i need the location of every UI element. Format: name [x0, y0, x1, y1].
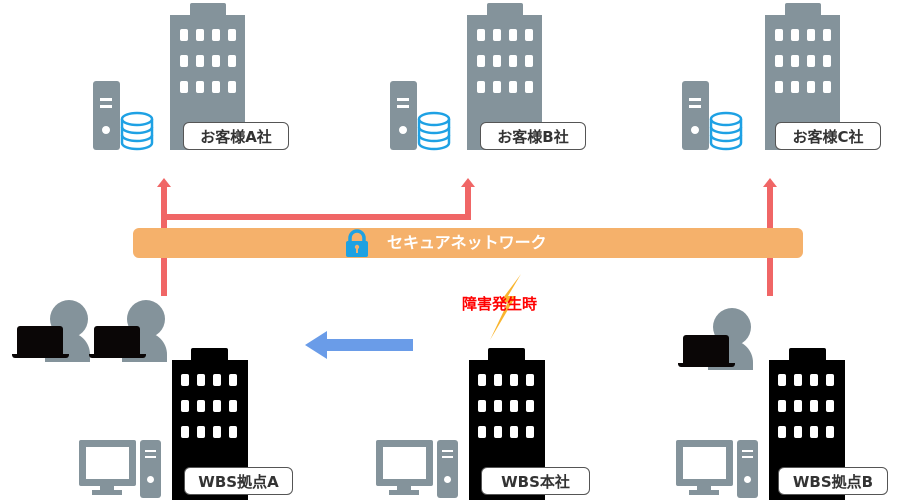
customer-c-group: お客様C社: [595, 0, 900, 160]
monitor-base: [389, 490, 419, 495]
gray-building-icon: [487, 3, 523, 17]
server-icon: [93, 81, 120, 150]
monitor-stand: [397, 486, 411, 492]
black-building-icon: [191, 348, 228, 362]
site-hq-label: WBS本社: [481, 467, 590, 495]
customer-a-group: お客様A社: [0, 0, 300, 160]
gray-building-icon: [190, 3, 226, 17]
desktop-monitor-icon: [376, 440, 433, 486]
site-a-label: WBS拠点A: [184, 467, 293, 495]
black-building-icon: [789, 348, 826, 362]
server-icon: [390, 81, 417, 150]
gray-building-icon: [785, 3, 821, 17]
pc-tower-icon: [140, 440, 161, 498]
database-icon: [417, 111, 451, 151]
desktop-monitor-icon: [676, 440, 733, 486]
site-b-group: WBS拠点B: [597, 290, 900, 500]
server-icon: [682, 81, 709, 150]
secure-network-bar: [133, 228, 803, 258]
pc-tower-icon: [737, 440, 758, 498]
lock-icon: [346, 229, 368, 257]
connection-line-b: [465, 186, 471, 220]
arrow-up-icon: [461, 178, 475, 187]
pc-tower-icon: [437, 440, 458, 498]
database-icon: [120, 111, 154, 151]
laptop-base: [12, 354, 69, 358]
arrow-up-icon: [157, 178, 171, 187]
site-b-label: WBS拠点B: [778, 467, 888, 495]
laptop-icon: [94, 326, 140, 354]
arrow-up-icon: [763, 178, 777, 187]
black-building-icon: [488, 348, 525, 362]
monitor-base: [689, 490, 719, 495]
customer-b-label: お客様B社: [480, 122, 586, 150]
database-icon: [709, 111, 743, 151]
secure-network-label: セキュアネットワーク: [387, 233, 547, 252]
customer-c-label: お客様C社: [775, 122, 881, 150]
monitor-stand: [100, 486, 114, 492]
laptop-icon: [683, 335, 729, 363]
site-a-group: WBS拠点A: [0, 290, 300, 500]
failover-arrow-icon: [305, 331, 413, 359]
laptop-icon: [17, 326, 63, 354]
connection-line-horizontal: [161, 214, 471, 220]
customer-a-label: お客様A社: [183, 122, 289, 150]
monitor-base: [92, 490, 122, 495]
desktop-monitor-icon: [79, 440, 136, 486]
laptop-base: [89, 354, 146, 358]
incident-label: 障害発生時: [462, 295, 538, 313]
customer-b-group: お客様B社: [297, 0, 597, 160]
site-hq-group: WBS本社: [297, 290, 597, 500]
monitor-stand: [697, 486, 711, 492]
laptop-base: [678, 363, 735, 367]
